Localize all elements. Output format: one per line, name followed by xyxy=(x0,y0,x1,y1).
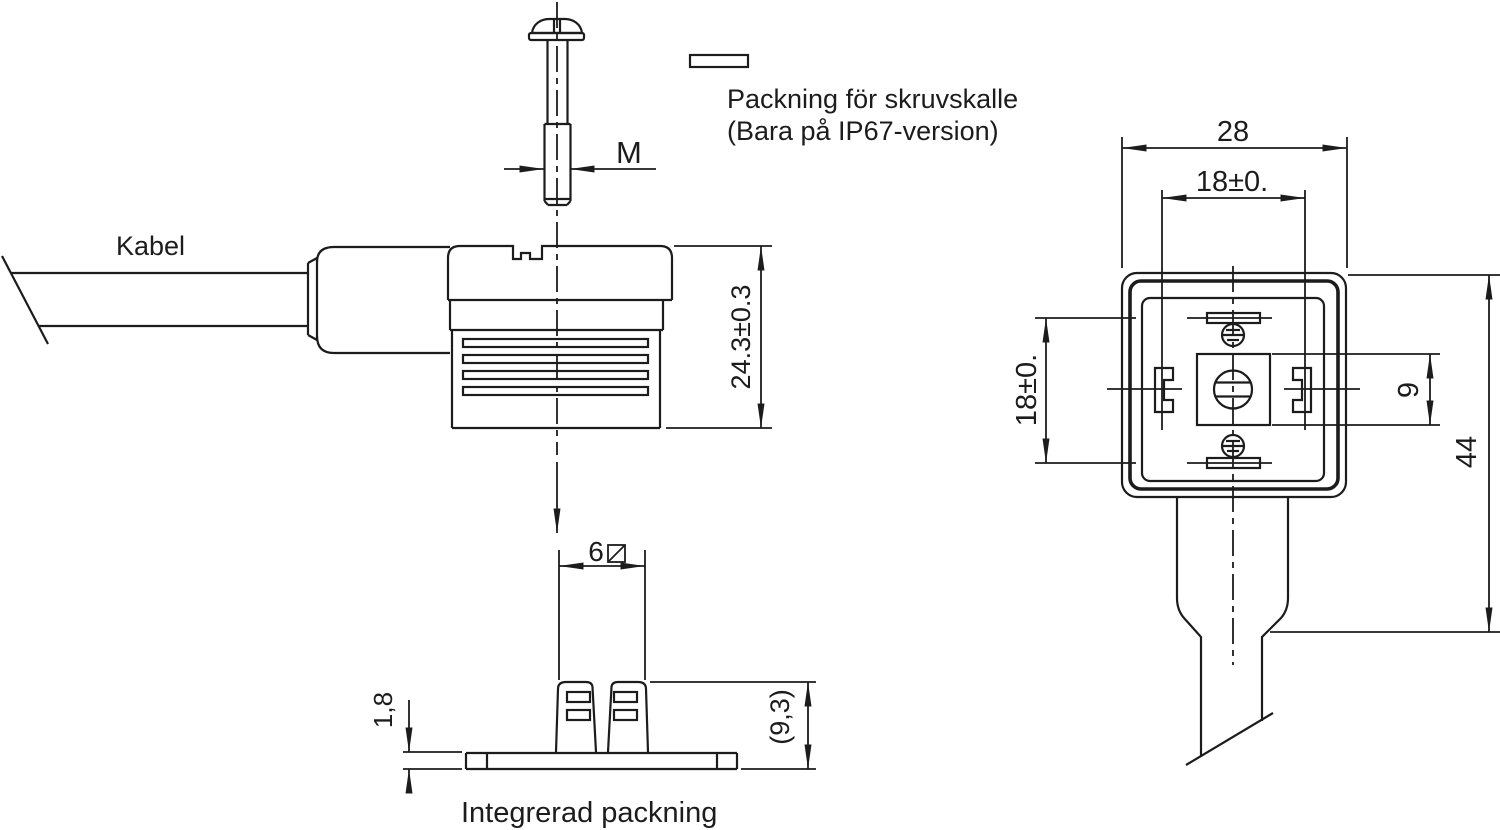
cable-break-line-front xyxy=(1185,712,1274,766)
cable-break-line xyxy=(1,255,49,345)
contact-spacing-vertical-dim-label: 18±0. xyxy=(1011,354,1043,426)
gasket-note-line1: Packning för skruvskalle xyxy=(727,84,1018,114)
square-section-symbol xyxy=(607,544,626,563)
connector-body-side xyxy=(446,244,674,430)
vent-slot xyxy=(461,385,650,397)
integrated-gasket-label: Integrerad packning xyxy=(461,797,717,829)
center-square xyxy=(1195,352,1272,427)
contact-spacing-horizontal-dim-label: 18±0. xyxy=(1196,166,1268,198)
gasket-height-dimension: (9,3) xyxy=(650,681,816,770)
cable: Kabel xyxy=(1,231,450,355)
side-view: M Packning för skruvskalle (Bara på IP67… xyxy=(1,2,1018,829)
overall-height-dimension: 44 xyxy=(1270,274,1500,633)
integrated-gasket-detail: 6 xyxy=(368,536,816,829)
body-height-dimension: 24.3±0.3 xyxy=(666,245,772,429)
thread-dimension: M xyxy=(504,135,656,173)
thread-dim-label: M xyxy=(616,135,642,170)
spigot-width-dim-label: 6 xyxy=(588,536,604,567)
contact-spacing-horizontal-dimension: 18±0. xyxy=(1161,166,1306,430)
gasket-strip-icon xyxy=(688,53,750,69)
center-square-dim-label: 9 xyxy=(1393,382,1425,398)
overall-width-dim-label: 28 xyxy=(1217,116,1249,148)
gasket-thickness-dimension: 1,8 xyxy=(368,692,462,794)
cable-gland-front xyxy=(1175,498,1290,766)
screw xyxy=(527,17,586,207)
vent-slot xyxy=(461,369,650,381)
housing-outline-outer xyxy=(1120,271,1348,499)
overall-height-dim-label: 44 xyxy=(1451,436,1483,468)
contact-slot-bottom xyxy=(1205,456,1262,470)
contact-slot-left xyxy=(1153,366,1175,414)
contact-face xyxy=(1153,311,1313,470)
screw-head-gasket-note: Packning för skruvskalle (Bara på IP67-v… xyxy=(688,53,1018,146)
gasket-height-dim-label: (9,3) xyxy=(765,689,795,745)
center-square-dimension: 9 xyxy=(1272,353,1440,426)
cable-boot xyxy=(315,245,450,263)
gasket-flange xyxy=(464,751,739,771)
contact-spacing-vertical-dimension: 18±0. xyxy=(1011,317,1272,464)
gasket-clip-right xyxy=(606,680,650,753)
housing-outline-mid xyxy=(1128,279,1340,491)
body-height-dim-label: 24.3±0.3 xyxy=(726,285,756,390)
gasket-thickness-dim-label: 1,8 xyxy=(368,692,398,728)
vent-slot xyxy=(461,337,650,349)
overall-width-dimension: 28 xyxy=(1121,116,1348,268)
ground-contact-circle xyxy=(1212,369,1254,410)
front-view: 28 18±0. 18±0. xyxy=(1011,116,1500,766)
contact-slot-right xyxy=(1291,366,1313,414)
vent-slot xyxy=(461,353,650,365)
gasket-clip-left xyxy=(554,680,598,753)
gasket-note-line2: (Bara på IP67-version) xyxy=(727,116,999,146)
cable-label: Kabel xyxy=(116,231,185,261)
